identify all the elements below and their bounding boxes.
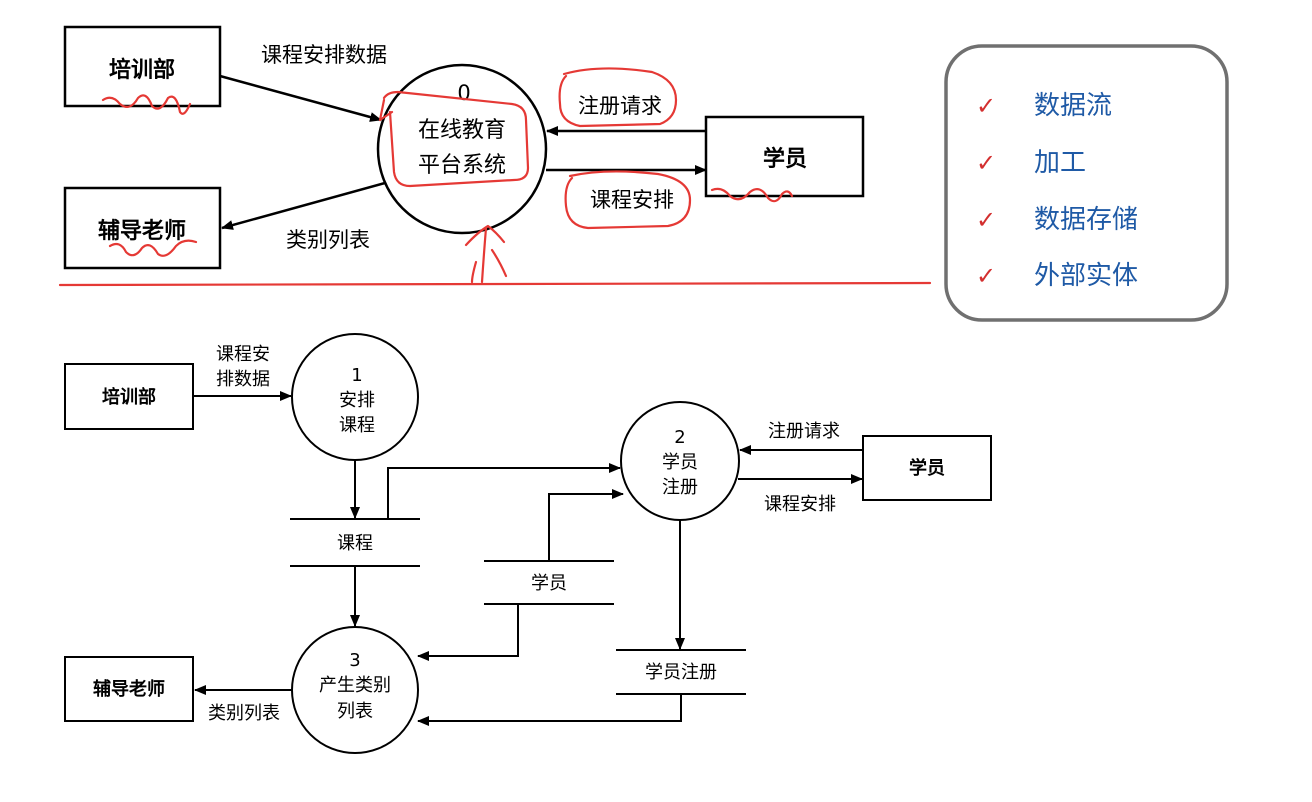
entity-student-bottom: 学员 (862, 435, 992, 501)
handwritten-annotations (58, 67, 932, 287)
entity-training-dept-bottom-label: 培训部 (102, 386, 156, 408)
process-3: 3 产生类别 列表 (291, 626, 419, 754)
legend-check-icon: ✓ (976, 149, 996, 177)
flow-category-list-label: 类别列表 (208, 703, 280, 724)
level1-diagram: 培训部 学员 辅导老师 1 安排 课程 2 学员 注册 3 产生类别 列表 (64, 333, 992, 754)
entity-student-top-label: 学员 (763, 146, 807, 172)
annotation-underline-tutor (108, 239, 198, 257)
process-0-line1: 在线教育 (418, 118, 506, 143)
entity-tutor-top-label: 辅导老师 (98, 218, 186, 244)
legend-item-external-entity: ✓ 外部实体 (976, 261, 1138, 291)
store-student: 学员 (484, 560, 614, 605)
legend-box: ✓ 数据流 ✓ 加工 ✓ 数据存储 ✓ 外部实体 (944, 44, 1229, 322)
legend-label-data-flow: 数据流 (1034, 91, 1112, 121)
flow-top-schedule-data-label: 课程安排数据 (261, 43, 387, 67)
store-course: 课程 (290, 518, 420, 567)
process-0-line2: 平台系统 (418, 153, 506, 178)
entity-student-top: 学员 (704, 115, 865, 198)
process-3-number: 3 (349, 650, 360, 671)
process-2: 2 学员 注册 (620, 401, 740, 521)
entity-training-dept-bottom: 培训部 (64, 363, 194, 430)
flow-schedule-data-line1: 课程安 (216, 344, 270, 365)
process-2-number: 2 (674, 427, 685, 448)
process-1-line1: 安排 (339, 390, 375, 411)
flow-course-schedule-label: 课程安排 (764, 494, 836, 515)
entity-student-bottom-label: 学员 (909, 457, 945, 479)
process-3-line2: 列表 (337, 701, 373, 722)
entity-tutor-top: 辅导老师 (63, 186, 222, 270)
process-0: 0 在线教育 平台系统 (376, 63, 548, 235)
annotation-circle-request (558, 67, 678, 128)
store-registration: 学员注册 (616, 649, 746, 695)
legend-check-icon: ✓ (976, 92, 996, 120)
flow-top-category-list (221, 181, 386, 230)
flow-top-category-list-label: 类别列表 (286, 228, 370, 252)
store-course-label: 课程 (337, 533, 373, 554)
context-diagram: 培训部 学员 辅导老师 0 在线教育 平台系统 课程安排数据 注册请求 课程安排… (63, 25, 865, 270)
annotation-circle-schedule (564, 170, 692, 230)
entity-tutor-bottom-label: 辅导老师 (93, 678, 165, 700)
store-registration-label: 学员注册 (645, 662, 717, 683)
legend-check-icon: ✓ (976, 206, 996, 234)
entity-training-dept-top-label: 培训部 (109, 57, 175, 83)
flow-registration-store-to-p3 (417, 694, 682, 726)
annotation-underline-training (101, 94, 192, 115)
process-1-number: 1 (351, 365, 362, 386)
store-student-label: 学员 (531, 573, 567, 594)
legend-item-data-store: ✓ 数据存储 (976, 205, 1138, 235)
legend-label-process: 加工 (1034, 148, 1086, 178)
flow-top-schedule-data (219, 74, 382, 122)
process-1: 1 安排 课程 (291, 333, 419, 461)
flow-registration-request-label: 注册请求 (768, 421, 840, 442)
flow-top-course-schedule-label: 课程安排 (590, 188, 674, 212)
process-2-line1: 学员 (662, 452, 698, 473)
legend-label-data-store: 数据存储 (1034, 205, 1138, 235)
legend-item-data-flow: ✓ 数据流 (976, 91, 1112, 121)
annotation-arrow-up (464, 224, 508, 284)
flow-student-store-to-p2 (548, 489, 624, 561)
flow-course-store-to-p2 (387, 463, 621, 519)
annotation-underline-student (710, 187, 794, 203)
flow-student-store-to-p3 (417, 604, 519, 661)
process-2-line2: 注册 (662, 477, 698, 498)
legend-item-process: ✓ 加工 (976, 148, 1086, 178)
process-1-line2: 课程 (339, 415, 375, 436)
entity-training-dept-top: 培训部 (63, 25, 222, 108)
annotation-process-tick (378, 98, 394, 122)
legend-check-icon: ✓ (976, 262, 996, 290)
annotation-process-box (382, 90, 530, 188)
flow-schedule-data-line2: 排数据 (216, 369, 270, 390)
entity-tutor-bottom: 辅导老师 (64, 656, 194, 722)
process-0-number: 0 (457, 81, 470, 105)
annotation-divider-line (58, 281, 932, 287)
process-3-line1: 产生类别 (319, 675, 391, 696)
legend-label-external-entity: 外部实体 (1034, 261, 1138, 291)
flow-top-registration-request-label: 注册请求 (578, 94, 662, 118)
